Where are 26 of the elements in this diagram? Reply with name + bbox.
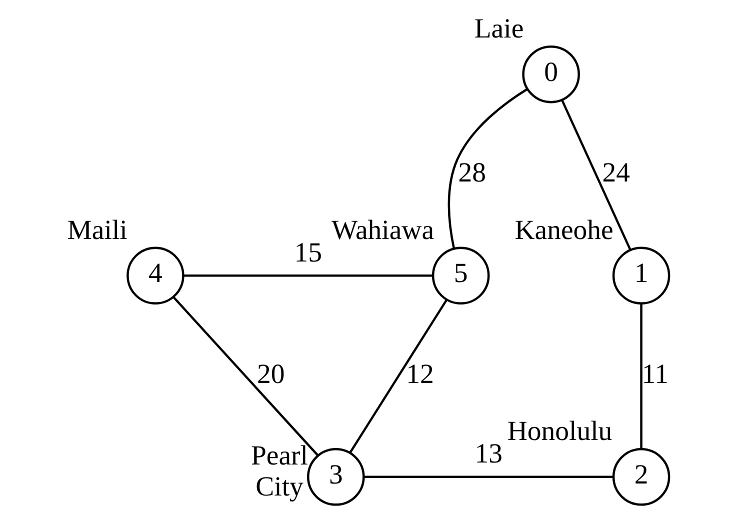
edge-label: 12: [406, 358, 434, 390]
connector: [172, 296, 319, 456]
connector: [364, 476, 614, 478]
node-circle: 4: [126, 246, 184, 304]
node-circle: 0: [522, 45, 580, 104]
node-label: Kaneohe: [514, 214, 614, 246]
connector: [448, 88, 528, 249]
edge-label: 24: [602, 158, 630, 189]
connector: [184, 274, 433, 277]
node-label: Maili: [67, 214, 128, 246]
node-label: Pearl City: [250, 440, 308, 503]
node-label: Laie: [474, 14, 524, 45]
edge-label: 20: [256, 358, 285, 390]
node-label: Wahiawa: [331, 214, 434, 246]
node-circle: 3: [307, 448, 365, 506]
connector: [349, 299, 448, 454]
edge-label: 13: [474, 438, 502, 470]
node-circle: 2: [612, 448, 670, 506]
connector: [640, 304, 642, 449]
connector: [561, 100, 632, 250]
edge-label: 28: [458, 158, 486, 189]
edge-label: 15: [294, 237, 322, 268]
edge-label: 11: [642, 358, 669, 390]
node-label: Honolulu: [507, 416, 612, 448]
node-circle: 1: [612, 246, 670, 304]
node-circle: 5: [432, 246, 490, 304]
